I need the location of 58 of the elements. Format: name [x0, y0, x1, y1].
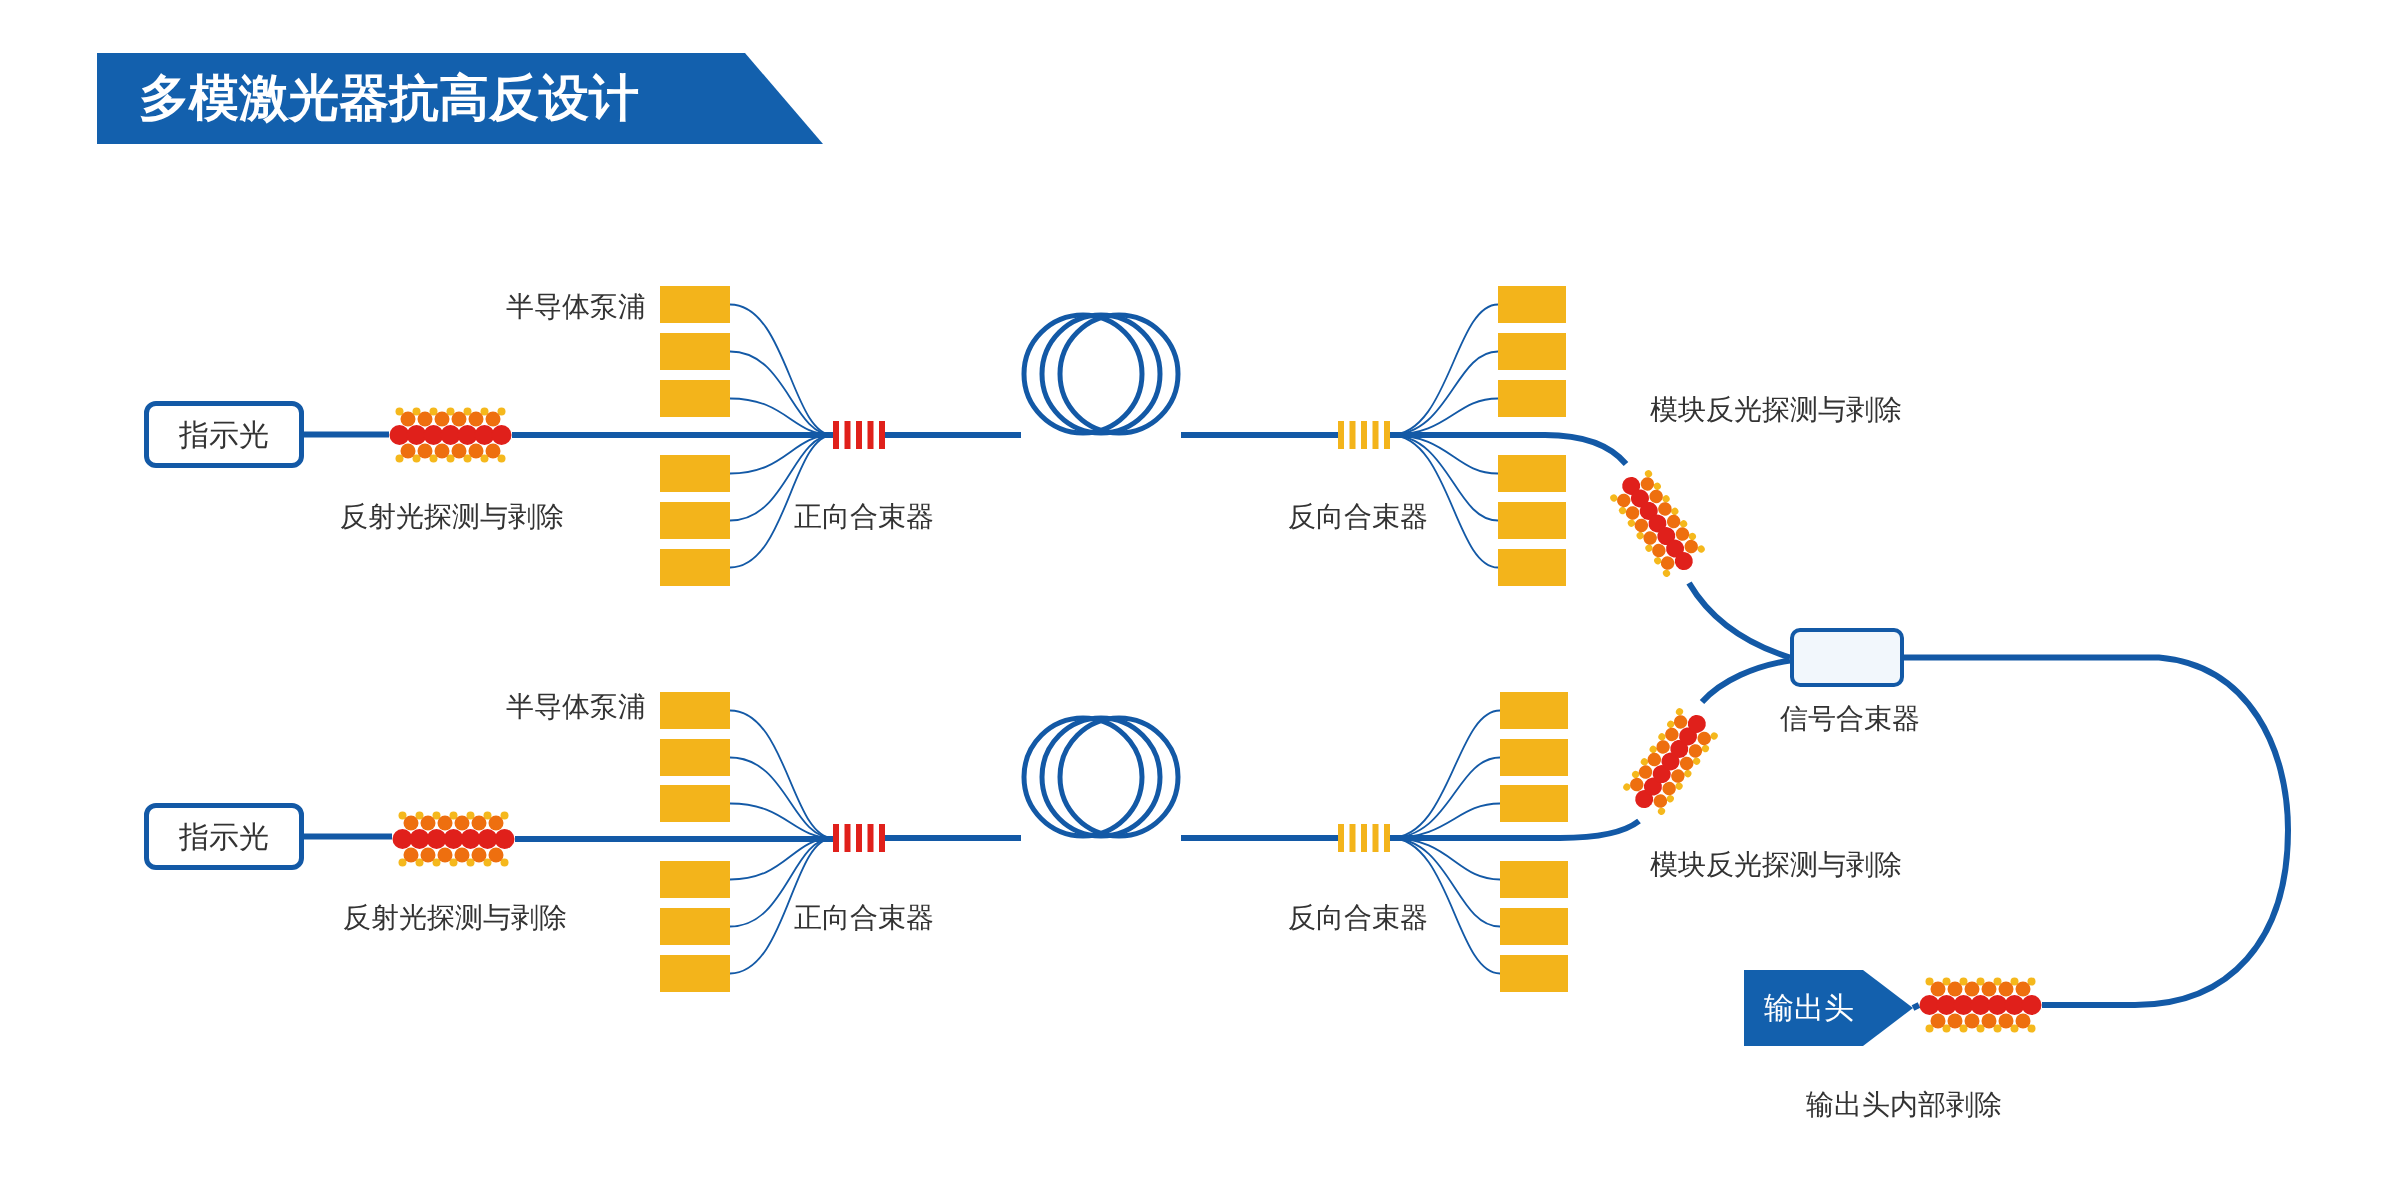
pump-box [1498, 549, 1566, 586]
component-label: 反射光探测与剥除 [343, 901, 567, 935]
fiber-line [1699, 657, 1791, 705]
rounded-box [144, 401, 304, 468]
fiber-line [1181, 432, 1338, 438]
component-label: 正向合束器 [794, 500, 934, 534]
pump-box [1500, 861, 1568, 898]
pump-box [660, 739, 730, 776]
pump-box [1498, 455, 1566, 492]
component-label: 半导体泵浦 [506, 690, 646, 724]
component-label: 半导体泵浦 [506, 290, 646, 324]
fiber-line [1390, 432, 1629, 467]
fiber-line [1181, 835, 1338, 841]
fiber-line [1390, 818, 1641, 841]
pump-box [660, 333, 730, 370]
fiber-line [304, 431, 389, 438]
pump-box [660, 955, 730, 992]
component-label: 信号合束器 [1780, 702, 1920, 736]
component-label: 模块反光探测与剥除 [1650, 393, 1902, 427]
pump-box [660, 502, 730, 539]
pump-box [660, 908, 730, 945]
component-label: 模块反光探测与剥除 [1650, 848, 1902, 882]
fiber-line [1686, 581, 1791, 661]
component-label: 反向合束器 [1288, 901, 1428, 935]
component-label: 输出头内部剥除 [1806, 1088, 2002, 1122]
rounded-box [144, 803, 304, 870]
pump-box [660, 380, 730, 417]
fiber-line [512, 432, 833, 438]
fiber-line [1911, 1002, 1921, 1011]
pump-box [1498, 502, 1566, 539]
pump-box [1500, 785, 1568, 822]
component-label: 反向合束器 [1288, 500, 1428, 534]
pump-box [1498, 286, 1566, 323]
pump-box [1498, 380, 1566, 417]
fiber-line [885, 432, 1021, 438]
fiber-line [885, 835, 1021, 841]
pump-box [1498, 333, 1566, 370]
pump-box [660, 785, 730, 822]
pump-box [1500, 908, 1568, 945]
pentagon-tag [1744, 970, 1913, 1046]
component-label: 反射光探测与剥除 [340, 500, 564, 534]
component-label: 正向合束器 [794, 901, 934, 935]
fiber-line [1904, 654, 2291, 1008]
pump-box [660, 692, 730, 729]
box-label: 输出头 [1763, 990, 1854, 1026]
fiber-line [304, 833, 392, 840]
pump-box [660, 455, 730, 492]
combiner-box [1790, 628, 1904, 687]
title: 多模激光器抗高反设计 [139, 69, 639, 127]
box-label: 指示光 [179, 818, 269, 855]
box-label: 指示光 [179, 416, 269, 453]
pump-box [1500, 692, 1568, 729]
pump-box [1500, 739, 1568, 776]
pump-box [660, 286, 730, 323]
fiber-line [515, 836, 833, 842]
pump-box [660, 549, 730, 586]
pump-box [1500, 955, 1568, 992]
pump-box [660, 861, 730, 898]
